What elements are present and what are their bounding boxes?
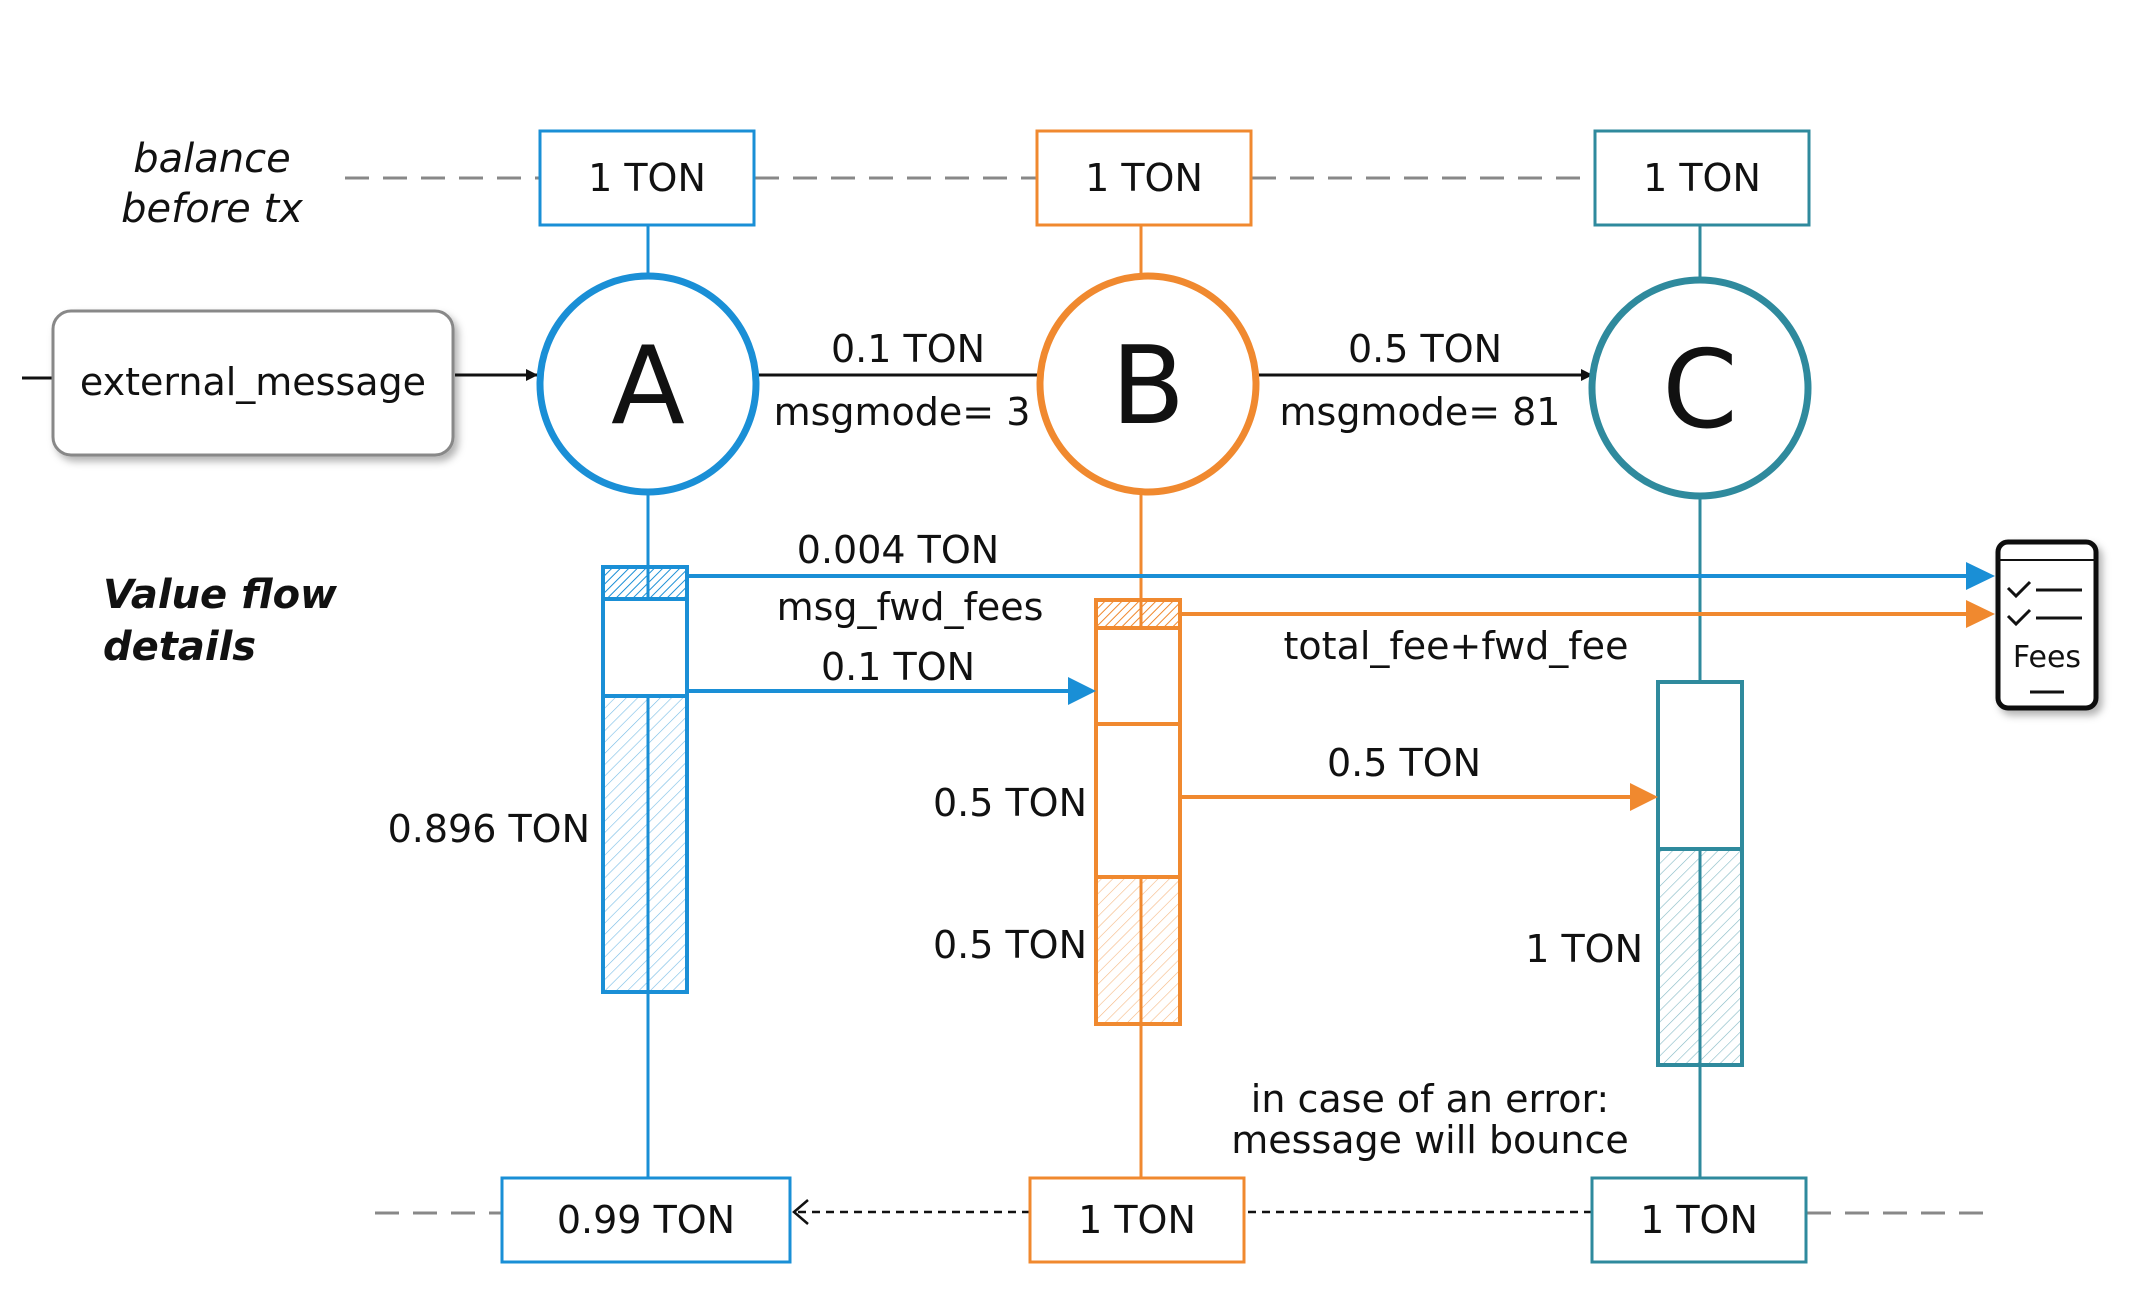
balance-after-c-value: 1 TON: [1640, 1198, 1758, 1242]
balance-before-b-value: 1 TON: [1085, 156, 1203, 200]
balance-before-label-1: balance: [133, 136, 290, 182]
bc-mode-label: msgmode= 81: [1280, 390, 1561, 434]
balance-after-a: 0.99 TON: [500, 1176, 792, 1264]
a-value-column: [601, 565, 689, 994]
c-remaining-label: 1 TON: [1525, 927, 1643, 971]
ab-mode-label: msgmode= 3: [774, 390, 1031, 434]
c-remaining-segment: [1656, 847, 1744, 1067]
node-c: C: [1588, 276, 1812, 500]
b-value-column: [1094, 598, 1182, 1026]
b-fee-segment: [1094, 598, 1182, 630]
value-flow-label-2: details: [103, 624, 256, 670]
balance-before-a: 1 TON: [538, 129, 756, 227]
fees-icon: Fees: [1995, 539, 2099, 711]
external-message-box: external_message: [51, 309, 455, 457]
balance-after-b: 1 TON: [1028, 1176, 1246, 1264]
bounce-arrow-b-to-a: [792, 1199, 1030, 1225]
balance-after-b-value: 1 TON: [1078, 1198, 1196, 1242]
ab-value-label: 0.1 TON: [831, 327, 985, 371]
balance-after-c: 1 TON: [1590, 1176, 1808, 1264]
b-forward-segment: [1094, 722, 1182, 879]
c-value-column: [1656, 680, 1744, 1067]
b-remaining-label: 0.5 TON: [933, 923, 1087, 967]
bc-value-label: 0.5 TON: [1348, 327, 1502, 371]
balance-before-label-2: before tx: [121, 186, 303, 232]
b-fee-arrow: [1182, 600, 1995, 628]
a-remaining-segment: [601, 694, 689, 994]
balance-after-a-value: 0.99 TON: [557, 1198, 735, 1242]
b-received-segment: [1094, 626, 1182, 726]
node-a: A: [536, 272, 760, 496]
a-to-b-value-arrow: [688, 677, 1096, 705]
a-remaining-label: 0.896 TON: [388, 807, 590, 851]
value-flow-label-1: Value flow: [103, 572, 338, 618]
balance-before-c: 1 TON: [1593, 129, 1811, 227]
b-to-c-value-arrow: [1182, 783, 1658, 811]
fees-icon-label: Fees: [2013, 640, 2081, 675]
a-fee-value-label: 0.004 TON: [797, 528, 999, 572]
bounce-note-line-1: in case of an error:: [1251, 1077, 1609, 1121]
node-c-letter: C: [1662, 328, 1737, 453]
node-b: B: [1036, 272, 1260, 496]
balance-before-b: 1 TON: [1035, 129, 1253, 227]
a-fee-arrow: [688, 562, 1995, 590]
b-fee-name-label: total_fee+fwd_fee: [1284, 624, 1629, 668]
external-message-label: external_message: [80, 360, 426, 404]
a-fee-segment: [601, 565, 689, 601]
balance-before-c-value: 1 TON: [1643, 156, 1761, 200]
balance-before-a-value: 1 TON: [588, 156, 706, 200]
a-to-b-value-label: 0.1 TON: [821, 645, 975, 689]
node-b-letter: B: [1111, 324, 1185, 449]
node-a-letter: A: [611, 324, 685, 449]
c-received-segment: [1656, 680, 1744, 851]
a-fee-name-label: msg_fwd_fees: [777, 585, 1044, 629]
b-to-c-value-label: 0.5 TON: [1327, 741, 1481, 785]
b-mid-label: 0.5 TON: [933, 781, 1087, 825]
bounce-note-line-2: message will bounce: [1231, 1118, 1629, 1162]
b-remaining-segment: [1094, 875, 1182, 1026]
a-sent-segment: [601, 597, 689, 698]
